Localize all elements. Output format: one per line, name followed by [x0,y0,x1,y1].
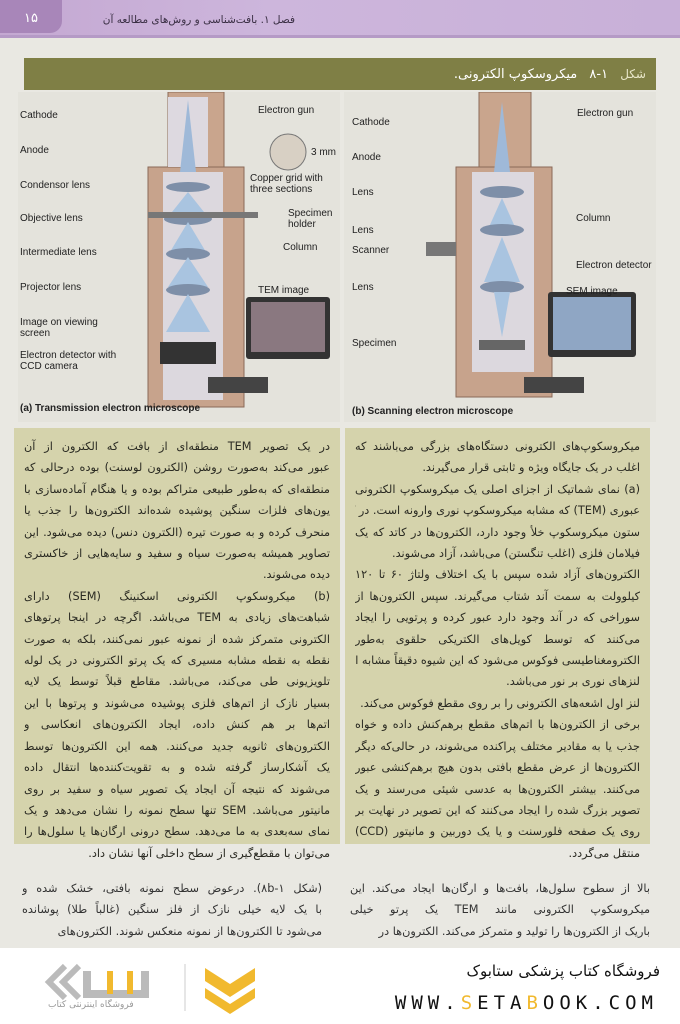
label-anode: Anode [20,145,49,156]
text-line: نمای سه‌بعدی به ما می‌دهد. سطح درونی ارگ… [24,825,330,839]
text-line: کیلوولت به سمت آند شتاب می‌گیرند. سپس ال… [355,589,640,603]
url-part: OOK.COM [542,992,658,1014]
text-line: (شکل ۱-۸b). درعوض سطح نمونه بافتی، خشک ش… [22,882,322,895]
text-line: با یک لایه خیلی نازک از فلز سنگین (غالبا… [22,903,322,917]
label-viewing-screen: Image on viewing screen [20,317,98,339]
chapter-title: فصل ۱. بافت‌شناسی و روش‌های مطالعه آن [102,14,295,26]
text-line: بسیار نازک از اتم‌های فلزی پوشیده می‌شون… [24,696,330,710]
url-part: WWW. [394,992,461,1014]
label-ccd-detector: Electron detector with CCD camera [20,350,117,372]
url-accent: B [526,992,543,1014]
text-box-left: در یک تصویر TEM منطقه‌ای از بافت که الکت… [14,428,340,860]
text-line: اتم‌ها بر هم کنش داده، ایجاد الکترون‌های… [24,718,330,732]
label-scanner: Scanner [352,245,390,256]
text-line: میکروسکوپ الکترونی مانند TEM یک پرتو خیل… [350,903,650,917]
sem-caption: (b) Scanning electron microscope [352,406,514,417]
store-name: فروشگاه کتاب پزشکی ستابوک [466,962,660,980]
label-column: Column [283,242,318,253]
text-line: می‌کنند. بیشتر الکترون‌ها به عدسی شیئی م… [355,782,640,796]
label-3mm: 3 mm [311,147,336,158]
text-line: برخی از الکترون‌ها با اتم‌های مقطع برهم‌… [355,718,640,732]
text-line: تلویزیونی طی می‌کند، می‌باشد. مقاطع قبلا… [24,675,330,689]
text-line: می‌کنند که توسط کویل‌های الکتریکی حلقوی … [355,632,640,646]
label-tem-image: TEM image [258,285,310,296]
label-objective-lens: Objective lens [20,213,83,224]
page-header: ۱۵ فصل ۱. بافت‌شناسی و روش‌های مطالعه آن [0,0,680,38]
figure-title-bar: شکل ۱-۸ میکروسکوپ الکترونی. [24,58,656,90]
label-electron-gun: Electron gun [577,108,634,119]
text-line: عبور می‌کند به‌صورت روشن (الکترون لوسنت)… [24,461,330,475]
text-line: فیلامان فلزی (اغلب تنگستن) می‌باشد، آزاد… [392,547,640,561]
label-electron-detector: Electron detector [576,260,652,271]
text-line: اغلب در یک جایگاه ویژه و ثابتی قرار می‌گ… [422,461,640,475]
url-accent: S [460,992,478,1014]
tem-diagram: Cathode Anode Condensor lens Objective l… [18,92,340,422]
label-condensor-lens: Condensor lens [20,180,91,191]
label-intermediate-lens: Intermediate lens [20,247,97,258]
text-line: می‌شود تا الکترون‌ها از نمونه منعکس شوند… [57,924,322,938]
text-line: عبوری (TEM) که مشابه میکروسکوپ نوری وارو… [355,504,640,518]
text-line: الکترون‌ها از عرض مقطع بافتی بدون هیچ بر… [355,761,640,775]
logo-subtitle: فروشگاه اینترنتی کتاب [48,1000,134,1010]
text-line: الکترون‌های ثانویه جدید می‌کنند. همه این… [24,739,330,753]
text-line: منحرف کرده و به صورت تیره (الکترون دنس) … [24,525,330,539]
label-projector-lens: Projector lens [20,282,82,293]
sem-illustration [426,92,636,398]
text-line: دیده می‌شوند. [262,568,330,582]
body-text-bottom-left: (شکل ۱-۸b). درعوض سطح نمونه بافتی، خشک ش… [22,878,322,942]
text-line: می‌شوند که نتیجه آن ایجاد یک تصویر سیاه … [24,782,330,796]
text-line: باریک از الکترون‌ها را تولید و متمرکز می… [378,924,650,938]
text-line: یک آشکارساز گرفته شده و به تقویت‌کننده‌ه… [24,761,330,775]
text-line: الکترون‌های آزاد شده سپس با یک اختلاف ول… [355,568,640,582]
text-line: لنز اول اشعه‌های الکترونی را بر روی مقطع… [360,696,640,710]
text-line: (b) میکروسکوپ الکترونی اسکنینگ (SEM) دار… [24,589,330,603]
text-line: تصاویر همیشه به‌صورت سیاه و سفید و سایه‌… [24,547,330,561]
label-electron-gun: Electron gun [258,105,315,116]
text-line: جذب یا به مقادیر مختلف پراکنده می‌شوند، … [355,739,640,753]
setabook-logo [35,956,265,1018]
footer-banner: فروشگاه اینترنتی کتاب فروشگاه کتاب پزشکی… [0,948,680,1024]
label-column: Column [576,213,611,224]
url-part: ETA [477,992,527,1014]
text-line: مانیتور می‌باشد. SEM تنها سطح نمونه را ن… [24,803,330,817]
text-line: نقطه به نقطه مشابه مسیری که یک پرتو الکت… [24,654,330,668]
label-cathode: Cathode [20,110,58,121]
text-line: الکترونی متمرکز شده از نمونه عبور نمی‌کن… [24,632,330,646]
text-line: (a) نمای شماتیک از اجزای اصلی یک میکروسک… [355,482,640,496]
body-text-bottom-right: بالا از سطوح سلول‌ها، بافت‌ها و ارگان‌ها… [350,878,650,942]
store-url[interactable]: WWW.SETABOOK.COM [395,992,658,1014]
page-number: ۱۵ [0,0,62,33]
text-line: منتقل می‌گردد. [568,846,640,860]
figure-label: شکل [620,67,646,81]
label-copper-grid: Copper grid with three sections [250,173,323,195]
text-box-right: میکروسکوپ‌های الکترونی دستگاه‌های بزرگی … [345,428,650,860]
text-line: تصویر بزرگ شده را ایجاد می‌کنند که این ت… [355,803,640,817]
tem-illustration [147,92,330,408]
tem-caption: (a) Transmission electron microscope [20,403,201,414]
text-line: میکروسکوپ‌های الکترونی دستگاه‌های بزرگی … [355,440,640,453]
text-line: الکترومغناطیسی فوکوس می‌شود که این شیوه … [355,654,640,668]
label-lens-1: Lens [352,187,374,198]
text-line: شباهت‌های زیادی به TEM می‌باشد. اگرچه در… [24,611,330,625]
figure-title: میکروسکوپ الکترونی. [453,67,578,82]
label-anode: Anode [352,152,381,163]
label-lens-2: Lens [352,225,374,236]
label-sem-image: SEM image [566,286,618,297]
text-line: سوراخی که در آند وجود دارد عبور کرده و پ… [355,611,640,625]
sem-diagram: Cathode Anode Lens Lens Scanner Lens Spe… [344,92,656,422]
figure-number: ۱-۸ [589,67,609,82]
text-line: لنزهای نوری بر نور می‌باشد. [506,675,640,689]
text-line: ستون میکروسکوپ خلأ وجود دارد، الکترون‌ها… [355,525,640,539]
text-line: می‌توان با مقطع‌گیری از سطح داخلی آنها ن… [88,846,330,860]
label-specimen-holder: Specimen holder [288,208,333,230]
text-line: بالا از سطوح سلول‌ها، بافت‌ها و ارگان‌ها… [350,882,650,895]
text-line: در یک تصویر TEM منطقه‌ای از بافت که الکت… [24,440,330,453]
text-line: منطقه‌ای که به‌طور طبیعی متراکم بوده و ی… [24,482,330,496]
text-line: یون‌های فلزات سنگین پوشیده شده‌اند الکتر… [24,504,330,518]
text-line: روی یک صفحه فلورسنت و یا یک دوربین و مان… [355,825,640,839]
label-specimen: Specimen [352,338,397,349]
label-cathode: Cathode [352,117,390,128]
label-lens-3: Lens [352,282,374,293]
